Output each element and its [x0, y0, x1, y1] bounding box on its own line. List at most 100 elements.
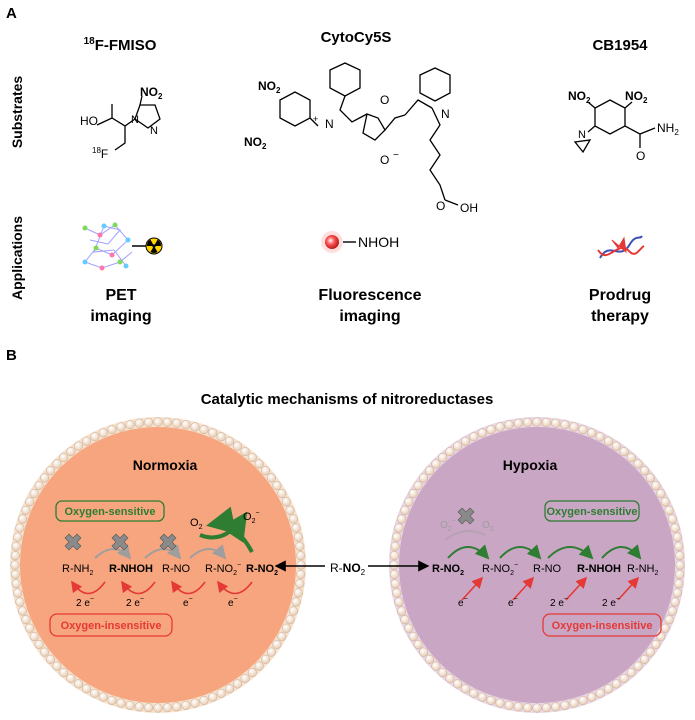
- membrane-bead: [611, 679, 621, 689]
- membrane-bead: [10, 551, 20, 561]
- membrane-bead: [18, 514, 28, 524]
- membrane-bead: [587, 428, 597, 438]
- membrane-bead: [260, 466, 271, 476]
- cy-oh: OH: [460, 201, 478, 215]
- membrane-bead: [116, 422, 126, 432]
- membrane-bead: [285, 505, 295, 515]
- membrane-bead: [34, 639, 44, 649]
- hypoxia-sensitive-box: [544, 500, 640, 522]
- normoxia-electron-2: 2 e−: [126, 596, 144, 609]
- hypoxia-species-3: R-NO: [533, 563, 562, 575]
- membrane-bead: [272, 481, 282, 491]
- membrane-bead: [288, 514, 298, 524]
- membrane-bead: [541, 703, 551, 713]
- cy-no2-bottom: NO2: [244, 135, 267, 151]
- membrane-bead: [664, 505, 674, 515]
- membrane-bead: [513, 418, 523, 428]
- hypoxia-species-4: R-NHOH: [577, 563, 621, 575]
- membrane-bead: [495, 422, 505, 432]
- membrane-bead: [656, 488, 666, 499]
- normoxia-insensitive-label: Oxygen-insensitive: [61, 620, 162, 632]
- normoxia-block-x-icons: [64, 533, 177, 551]
- normoxia-sensitive-box: [55, 500, 165, 522]
- membrane-bead: [595, 432, 605, 442]
- probe-nhoh-label: NHOH: [358, 234, 399, 250]
- membrane-bead: [66, 447, 76, 457]
- membrane-bead: [667, 606, 677, 616]
- membrane-bead: [15, 597, 25, 607]
- membrane-bead: [52, 661, 62, 671]
- cy-o-top: O: [380, 93, 389, 107]
- membrane-bead: [81, 684, 92, 694]
- hypoxia-insensitive-label: Oxygen-insensitive: [552, 620, 653, 632]
- normoxia-species-2: R-NHOH: [109, 563, 153, 575]
- membrane-bead: [254, 459, 264, 469]
- membrane-bead: [674, 541, 684, 551]
- membrane-bead: [404, 497, 414, 507]
- membrane-bead: [389, 551, 399, 561]
- normoxia-species-1: R-NH2: [62, 563, 94, 577]
- cy-n-right: N: [441, 107, 450, 121]
- col1-app-line2: imaging: [90, 308, 151, 325]
- cy-o-bottom: O: [380, 153, 389, 167]
- membrane-bead: [172, 418, 182, 428]
- membrane-bead: [394, 597, 404, 607]
- membrane-bead: [660, 497, 670, 507]
- hypoxia-sensitive-label: Oxygen-sensitive: [546, 506, 637, 518]
- membrane-bead: [281, 497, 291, 507]
- membrane-bead: [13, 532, 23, 542]
- row-label-applications: Applications: [9, 216, 25, 300]
- membrane-bead: [560, 700, 570, 710]
- membrane-bead: [469, 688, 479, 698]
- membrane-bead: [397, 606, 407, 616]
- membrane-bead: [272, 639, 282, 649]
- membrane-bead: [134, 418, 144, 428]
- membrane-bead: [11, 579, 21, 589]
- panel-a-letter: A: [6, 5, 17, 22]
- membrane-bead: [633, 661, 643, 671]
- membrane-bead: [18, 606, 28, 616]
- membrane-bead: [190, 698, 200, 708]
- membrane-bead: [134, 702, 144, 712]
- membrane-bead: [208, 428, 218, 438]
- cb-o: O: [636, 149, 645, 163]
- membrane-bead: [107, 695, 117, 705]
- membrane-bead: [460, 684, 471, 694]
- col3-title: CB1954: [592, 37, 648, 54]
- membrane-bead: [569, 698, 579, 708]
- membrane-bead: [240, 673, 250, 683]
- membrane-bead: [74, 441, 84, 451]
- membrane-bead: [603, 436, 614, 446]
- col2-app-line2: imaging: [339, 308, 400, 325]
- fmiso-no2: NO2: [140, 85, 163, 101]
- hypoxia-faded-cycle: [444, 530, 486, 541]
- membrane-bead: [81, 436, 92, 446]
- membrane-bead: [424, 466, 435, 476]
- membrane-bead: [208, 692, 218, 702]
- membrane-bead: [569, 422, 579, 432]
- membrane-bead: [639, 654, 650, 664]
- membrane-bead: [281, 623, 291, 633]
- hypoxia-o2-left: O2−: [440, 518, 456, 533]
- membrane-bead: [232, 441, 242, 451]
- membrane-bead: [98, 692, 108, 702]
- cy-n-plus: N: [325, 117, 334, 131]
- membrane-bead: [285, 615, 295, 625]
- membrane-bead: [394, 523, 404, 533]
- membrane-bead: [578, 695, 588, 705]
- membrane-bead: [667, 514, 677, 524]
- hypoxia-cell: [389, 417, 685, 713]
- membrane-bead: [21, 505, 31, 515]
- col1-title: 18F-FMISO: [84, 36, 157, 54]
- membrane-bead: [40, 647, 50, 657]
- membrane-bead: [40, 473, 50, 483]
- normoxia-futile-cycle: [199, 506, 254, 553]
- panel-b-letter: B: [6, 347, 17, 364]
- membrane-bead: [266, 473, 276, 483]
- membrane-bead: [672, 532, 682, 542]
- normoxia-cell: [10, 417, 306, 713]
- membrane-bead: [107, 425, 117, 435]
- membrane-bead: [397, 514, 407, 524]
- membrane-bead: [172, 702, 182, 712]
